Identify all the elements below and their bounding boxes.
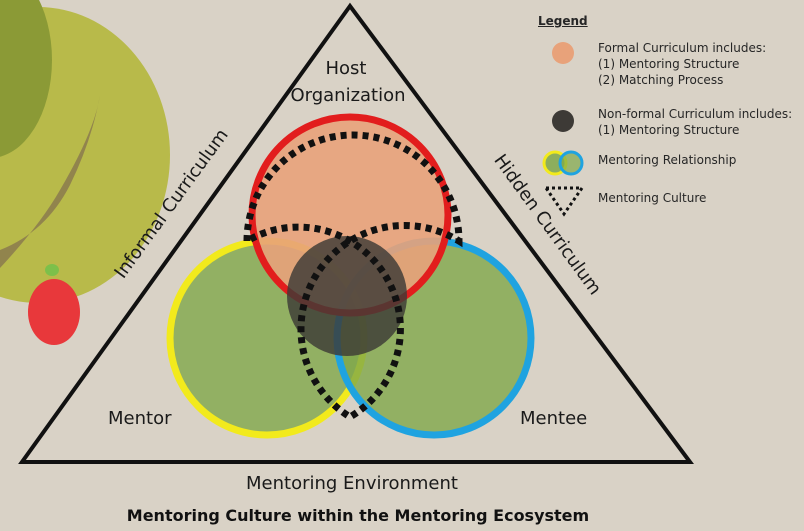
legend-title: Legend <box>538 14 588 28</box>
host-label-line2: Organization <box>290 85 405 106</box>
tree-leaf-dark <box>0 0 52 157</box>
mentee-label: Mentee <box>520 408 587 429</box>
nonformal-curriculum-swatch-icon <box>552 110 574 132</box>
legend-formal-text: Formal Curriculum includes: (1) Mentorin… <box>598 40 766 88</box>
mentoring-culture-outline <box>243 131 463 422</box>
mentoring-culture-triangle-icon <box>543 186 585 217</box>
legend-nonformal: Non-formal Curriculum includes: (1) Ment… <box>536 106 804 142</box>
mentor-label: Mentor <box>108 408 172 429</box>
tree-trunk <box>0 95 100 268</box>
legend-nonformal-text: Non-formal Curriculum includes: (1) Ment… <box>598 106 792 138</box>
tree-illustration <box>0 0 170 345</box>
legend-relationship: Mentoring Relationship <box>536 150 804 178</box>
mentoring-relationship-swatch-icon <box>542 150 584 176</box>
nonformal-curriculum-circle <box>287 236 407 356</box>
legend-nonformal-item-1: (1) Mentoring Structure <box>598 123 740 137</box>
legend-relationship-label: Mentoring Relationship <box>598 153 737 167</box>
legend-formal-item-1: (1) Mentoring Structure <box>598 57 740 71</box>
formal-curriculum-swatch-icon <box>552 42 574 64</box>
mentoring-environment-label: Mentoring Environment <box>246 473 458 494</box>
apple-leaf-icon <box>45 264 59 276</box>
host-label-line1: Host <box>326 58 367 79</box>
legend-culture: Mentoring Culture <box>536 184 804 218</box>
legend-formal-item-2: (2) Matching Process <box>598 73 724 87</box>
legend-culture-label: Mentoring Culture <box>598 191 707 205</box>
apple-icon <box>28 279 80 345</box>
figure-caption: Mentoring Culture within the Mentoring E… <box>126 506 590 525</box>
legend-formal: Formal Curriculum includes: (1) Mentorin… <box>536 40 804 96</box>
legend-nonformal-title: Non-formal Curriculum includes: <box>598 107 793 121</box>
legend-formal-title: Formal Curriculum includes: <box>598 41 767 55</box>
ecosystem-triangle <box>18 2 694 464</box>
